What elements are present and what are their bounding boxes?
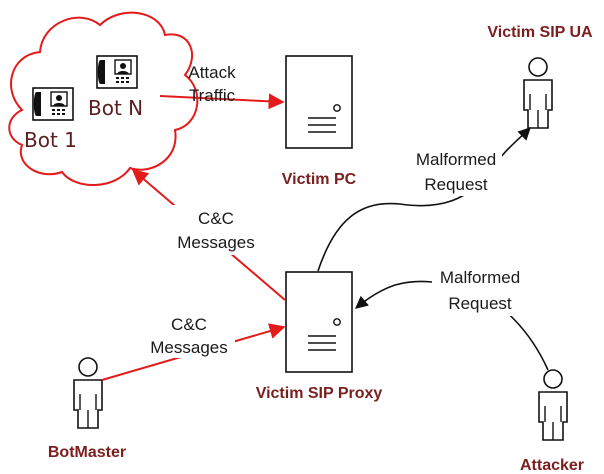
video-phone-icon xyxy=(96,55,138,89)
server-icon xyxy=(285,55,353,149)
victim-pc-title: Victim PC xyxy=(282,171,357,188)
person-icon xyxy=(538,369,568,441)
malformed-request-ua-curve xyxy=(317,127,531,272)
cc-messages-upper-line1: C&C xyxy=(198,209,234,228)
cc-messages-lower-line1: C&C xyxy=(171,315,207,334)
botmaster-title: BotMaster xyxy=(48,444,126,461)
person-icon xyxy=(523,57,553,129)
person-icon xyxy=(73,357,103,429)
cc-lower-label-bg xyxy=(143,312,235,358)
malformed-proxy-label-bg xyxy=(432,264,530,316)
attack-traffic-label-line1: Attack xyxy=(188,63,236,82)
attack-traffic-arrow xyxy=(159,93,285,110)
bot-1-label: Bot 1 xyxy=(24,128,77,152)
attacker-title: Attacker xyxy=(520,457,584,474)
malformed-request-proxy-line2: Request xyxy=(448,294,512,313)
malformed-ua-label-bg xyxy=(410,146,502,196)
botnet-cloud xyxy=(8,11,199,186)
cc-messages-upper-line2: Messages xyxy=(177,233,254,252)
victim-sip-proxy-title: Victim SIP Proxy xyxy=(256,385,383,402)
attack-traffic-label-line2: Traffic xyxy=(189,86,236,105)
bot-n-label: Bot N xyxy=(88,96,143,120)
video-phone-icon xyxy=(32,87,74,121)
victim-sip-ua-title: Victim SIP UA xyxy=(487,24,593,41)
cc-messages-lower-line2: Messages xyxy=(150,338,227,357)
cc-upper-label-bg xyxy=(168,205,266,255)
malformed-request-proxy-line1: Malformed xyxy=(440,268,520,287)
server-icon xyxy=(285,271,353,373)
malformed-request-ua-line2: Request xyxy=(424,175,488,194)
malformed-request-ua-line1: Malformed xyxy=(416,150,496,169)
